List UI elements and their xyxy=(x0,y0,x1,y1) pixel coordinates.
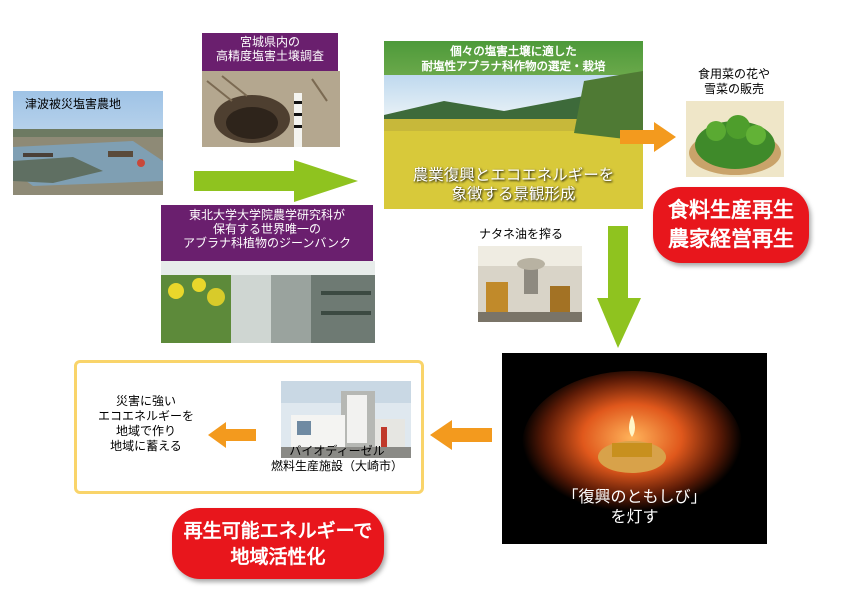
eco-energy-line4: 地域に蓄える xyxy=(110,439,182,453)
candle-caption-line2: を灯す xyxy=(610,507,659,526)
candle-caption-line1: 「復興のともしび」 xyxy=(562,487,707,506)
biodiesel-plant-photo xyxy=(281,381,411,458)
gene-bank-label-line1: 東北大学大学院農学研究科が xyxy=(188,208,345,222)
tsunami-field-photo: 津波被災塩害農地 xyxy=(13,91,163,195)
field-photo-overlay: 農業復興とエコエネルギーを 象徴する景観形成 xyxy=(384,166,643,204)
eco-energy-line1: 災害に強い xyxy=(115,394,176,408)
vegetable-sales-label: 食用菜の花や 雪菜の販売 xyxy=(679,67,789,97)
tsunami-field-label: 津波被災塩害農地 xyxy=(25,97,122,111)
food-recovery-line2: 農家経営再生 xyxy=(668,227,794,251)
eco-energy-line3: 地域で作り xyxy=(115,424,176,438)
soil-survey-label-line2: 高精度塩害土壌調査 xyxy=(215,49,324,63)
green-arrow-right xyxy=(194,160,358,202)
biodiesel-caption-line1: バイオディーゼル xyxy=(289,444,385,458)
orange-arrow-to-text xyxy=(208,422,256,448)
field-photo xyxy=(384,41,643,209)
biodiesel-plant-caption: バイオディーゼル 燃料生産施設（大崎市） xyxy=(252,444,422,474)
eco-energy-line2: エコエネルギーを xyxy=(97,409,194,423)
oil-press-photo xyxy=(478,246,582,322)
vegetable-photo xyxy=(686,101,784,177)
field-photo-header-line1: 個々の塩害土壌に適した xyxy=(450,44,577,58)
soil-survey-label-line1: 宮城県内の xyxy=(239,35,300,49)
gene-bank-label-line2: 保有する世界唯一の xyxy=(212,222,321,236)
field-photo-header: 個々の塩害土壌に適した 耐塩性アブラナ科作物の選定・栽培 xyxy=(384,41,643,74)
soil-survey-label: 宮城県内の 高精度塩害土壌調査 xyxy=(202,33,338,71)
gene-bank-label-line3: アブラナ科植物のジーンバンク xyxy=(182,236,351,250)
eco-energy-text: 災害に強い エコエネルギーを 地域で作り 地域に蓄える xyxy=(84,394,208,454)
field-photo-overlay-line2: 象徴する景観形成 xyxy=(451,185,576,203)
orange-arrow-to-vegetables xyxy=(620,122,676,152)
oil-press-label: ナタネ油を搾る xyxy=(478,227,563,241)
candle-caption: 「復興のともしび」 を灯す xyxy=(502,487,767,527)
regional-revival-line2: 地域活性化 xyxy=(230,546,326,568)
biodiesel-caption-line2: 燃料生産施設（大崎市） xyxy=(270,459,403,473)
regional-revival-badge: 再生可能エネルギーで 地域活性化 xyxy=(172,508,384,579)
green-arrow-down xyxy=(597,226,641,348)
gene-bank-label: 東北大学大学院農学研究科が 保有する世界唯一の アブラナ科植物のジーンバンク xyxy=(161,205,373,261)
candle-photo xyxy=(502,353,767,544)
gene-bank-photo xyxy=(161,261,375,343)
food-recovery-badge: 食料生産再生 農家経営再生 xyxy=(653,187,809,263)
field-photo-overlay-line1: 農業復興とエコエネルギーを xyxy=(412,166,615,184)
field-photo-header-line2: 耐塩性アブラナ科作物の選定・栽培 xyxy=(421,59,606,73)
regional-revival-line1: 再生可能エネルギーで xyxy=(183,520,373,542)
vegetable-sales-label-line1: 食用菜の花や xyxy=(697,67,770,81)
food-recovery-line1: 食料生産再生 xyxy=(668,198,794,222)
soil-survey-photo xyxy=(202,71,340,147)
vegetable-sales-label-line2: 雪菜の販売 xyxy=(703,82,764,96)
orange-arrow-to-plant xyxy=(430,420,492,450)
